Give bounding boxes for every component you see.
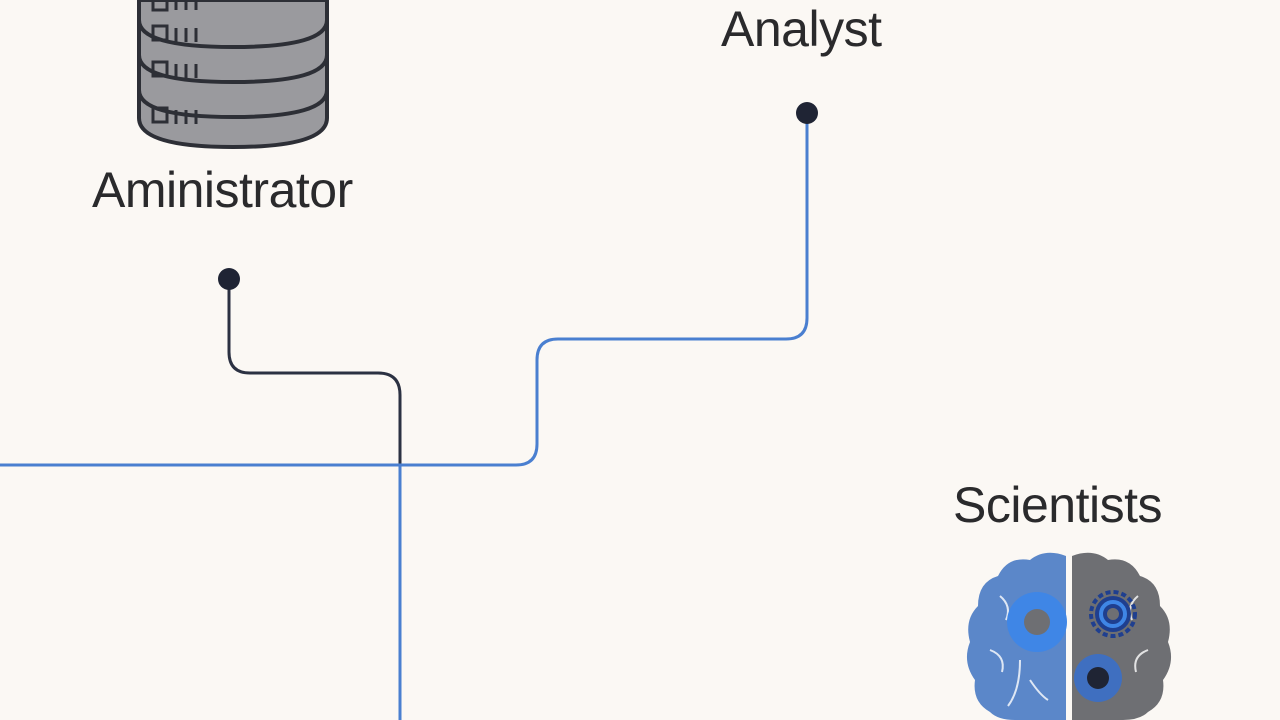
administrator-label: Aministrator <box>92 162 353 218</box>
administrator-connector <box>227 279 402 720</box>
database-icon <box>137 0 329 150</box>
analyst-endpoint <box>796 102 818 124</box>
brain-gears-icon <box>966 552 1172 720</box>
scientists-label: Scientists <box>953 477 1162 533</box>
analyst-connector <box>0 113 809 467</box>
analyst-label: Analyst <box>721 1 882 57</box>
administrator-endpoint <box>218 268 240 290</box>
